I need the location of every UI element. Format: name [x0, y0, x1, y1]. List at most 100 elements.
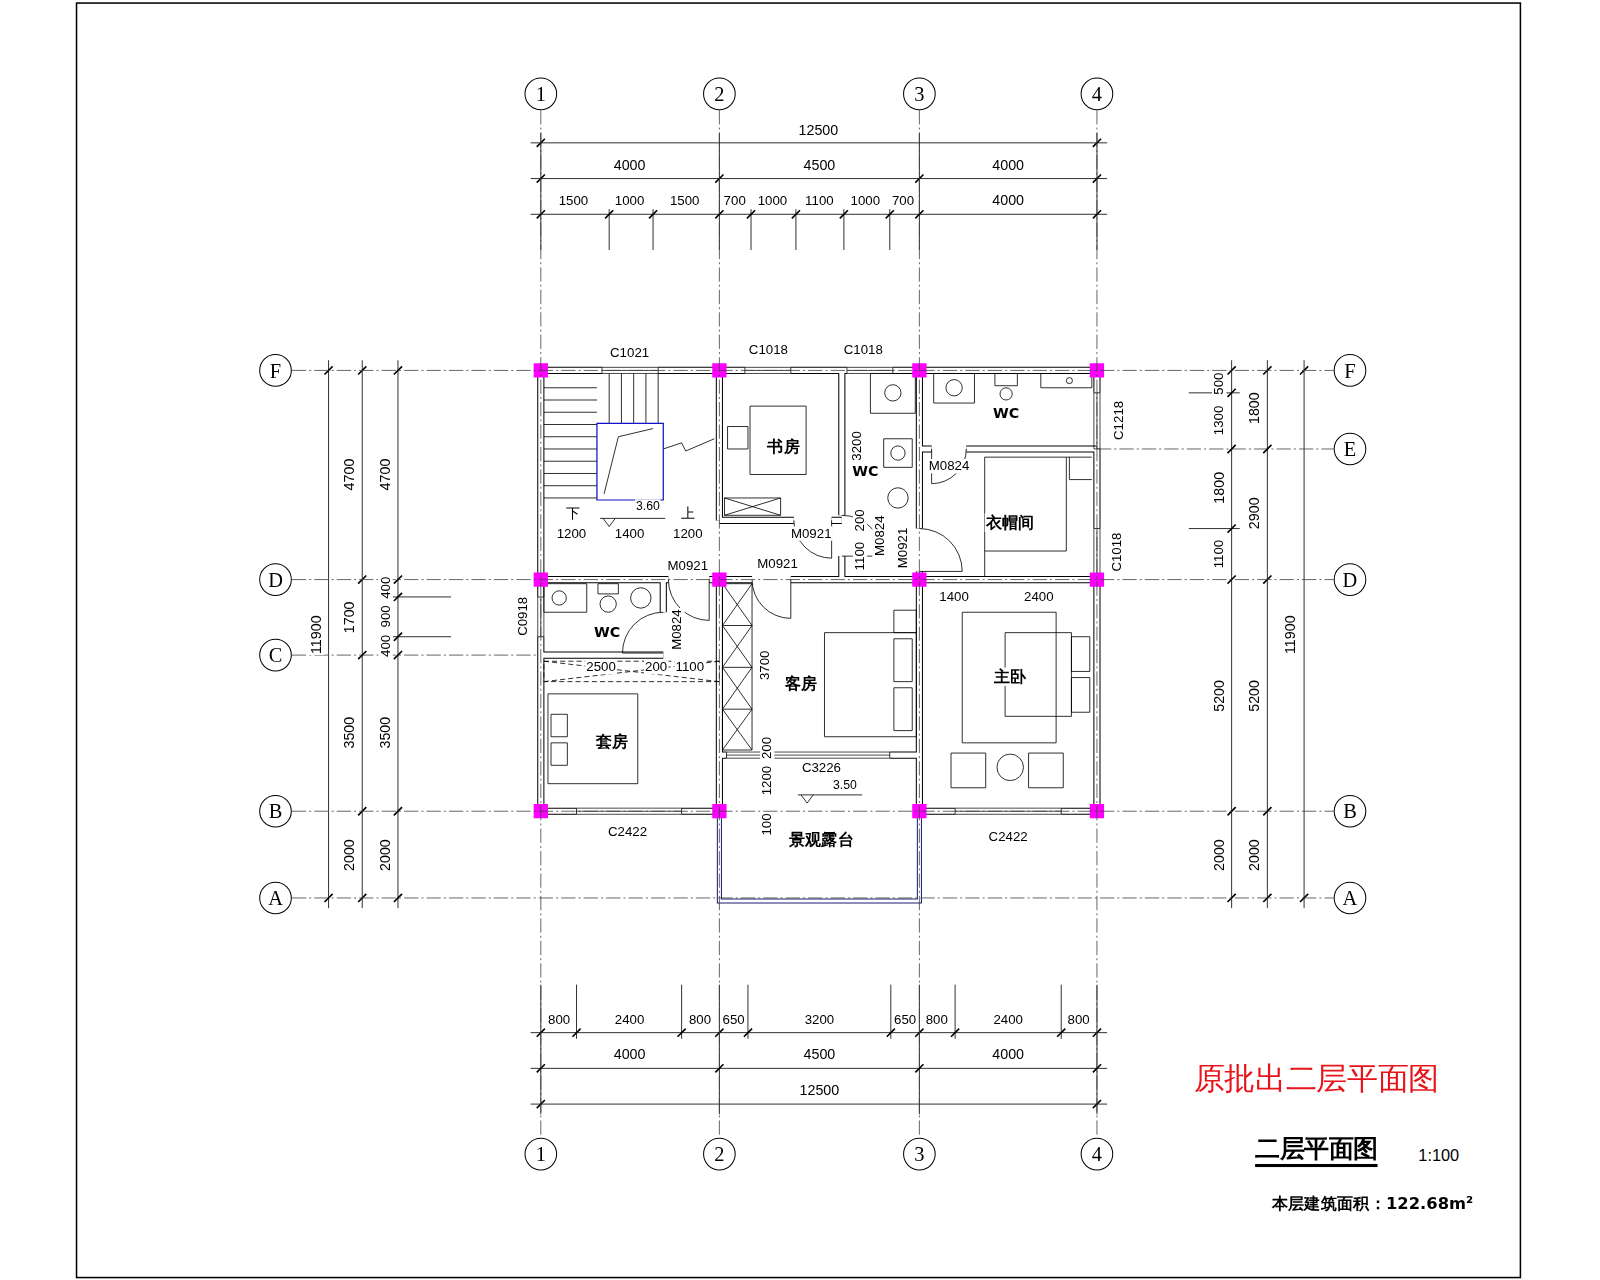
dimension: 5200 [1212, 679, 1228, 713]
axis-number: A [268, 888, 283, 908]
window-code: C0918 [516, 596, 531, 637]
grid-axis-line [292, 811, 1334, 812]
stair-treads [544, 373, 714, 497]
axis-bubble: A [1334, 882, 1367, 915]
dimension: 900 [378, 604, 393, 628]
dimension: 100 [760, 812, 775, 836]
door-code: M0921 [896, 527, 911, 570]
wall-outline [541, 370, 1097, 811]
elevation: 3.60 [635, 499, 661, 512]
dimension: 1200 [760, 765, 775, 797]
axis-bubble: F [1334, 354, 1367, 387]
plan-title: 二层平面图 [1255, 1135, 1377, 1166]
axis-number: 1 [536, 1144, 546, 1164]
dimension: 3200 [850, 430, 865, 462]
axis-number: A [1343, 888, 1358, 908]
grid-axis-line [292, 579, 1334, 580]
dimension: 4700 [378, 458, 394, 492]
room-name: 景观露台 [788, 831, 855, 849]
balcony-parapet [719, 811, 919, 901]
dimension: 1100 [804, 194, 835, 209]
dimension: 1100 [853, 541, 868, 572]
window-code: C1018 [1110, 531, 1125, 572]
dimension: 4000 [613, 1047, 647, 1063]
sheet-frame [77, 3, 1521, 1277]
sanitary-fixtures [552, 378, 1072, 781]
dimension: 800 [925, 1013, 949, 1028]
dimension: 2000 [1247, 838, 1263, 872]
axis-number: 2 [714, 84, 724, 104]
axis-bubble: 3 [903, 78, 936, 111]
axis-bubble: F [259, 354, 292, 387]
balcony-parapet-fill [719, 811, 919, 901]
door-code: M0824 [872, 514, 887, 557]
door-code: M0824 [670, 608, 685, 651]
dimension: 1000 [614, 194, 646, 209]
dimension: 4500 [802, 1047, 836, 1063]
tea-table [997, 754, 1024, 781]
axis-number: D [268, 569, 283, 589]
dimension: 3200 [804, 1013, 836, 1028]
dimension: 1500 [669, 194, 701, 209]
window-code: C2422 [988, 829, 1029, 844]
window-code: C1018 [843, 343, 884, 358]
wall-fill [541, 370, 1097, 811]
dimension: 200 [644, 660, 668, 675]
axis-bubble: 4 [1081, 78, 1114, 111]
dimension: 800 [1066, 1013, 1090, 1028]
room-name: WC [992, 405, 1020, 421]
grid-axis-line [919, 110, 920, 1138]
dimension: 4500 [802, 157, 836, 173]
axis-bubble: D [1334, 563, 1367, 596]
dimension: 2000 [342, 838, 358, 872]
dimension: 2400 [614, 1013, 646, 1028]
area-note: 本层建筑面积：122.68m² [1271, 1195, 1474, 1213]
dimension: 11900 [1283, 614, 1299, 655]
dimension: 800 [688, 1013, 712, 1028]
room-name: WC [851, 464, 879, 480]
dimension: 650 [722, 1013, 746, 1028]
dimension: 2900 [1247, 496, 1263, 530]
sink [885, 385, 901, 401]
room-name: 书房 [766, 438, 801, 456]
axis-bubble: B [259, 795, 292, 828]
axis-bubble: 1 [524, 1138, 557, 1171]
window-code: C1018 [748, 343, 789, 358]
axis-bubble: B [1334, 795, 1367, 828]
window-code: C1218 [1112, 400, 1127, 441]
dimension: 1000 [757, 194, 789, 209]
sink [946, 380, 962, 396]
axis-number: B [1343, 801, 1357, 821]
dimension: 400 [378, 634, 393, 658]
basin [888, 488, 908, 508]
axis-bubble: 2 [703, 1138, 736, 1171]
window-code: C2422 [607, 824, 648, 839]
axis-bubble: D [259, 563, 292, 596]
sink [552, 591, 566, 605]
dimension: 12500 [799, 1083, 841, 1099]
dimension: 650 [893, 1013, 917, 1028]
window-code: C3226 [801, 761, 842, 776]
dimension-lines [329, 133, 1305, 1115]
dimension: 1800 [1247, 391, 1263, 425]
door-swings [622, 449, 966, 653]
grid-axis-line [1096, 110, 1097, 1138]
dimension: 2400 [1023, 590, 1055, 605]
dimension: 12500 [797, 123, 839, 139]
dimension: 4000 [613, 157, 647, 173]
dimension: 5200 [1247, 679, 1263, 713]
dimension: 2000 [1212, 838, 1228, 872]
axis-number: D [1343, 569, 1358, 589]
axis-bubble: 3 [903, 1138, 936, 1171]
axis-bubble: E [1334, 433, 1367, 466]
dimension-ticks [324, 139, 1308, 1108]
dimension: 4000 [991, 193, 1025, 209]
grid-axis-line [540, 110, 541, 1138]
room-name: WC [593, 625, 621, 641]
dimension: 4000 [991, 157, 1025, 173]
axis-bubble: 2 [703, 78, 736, 111]
dimension: 1800 [1212, 471, 1228, 505]
dimension: 1200 [672, 526, 704, 541]
room-name: 客房 [784, 675, 819, 693]
dimension: 1200 [556, 526, 588, 541]
